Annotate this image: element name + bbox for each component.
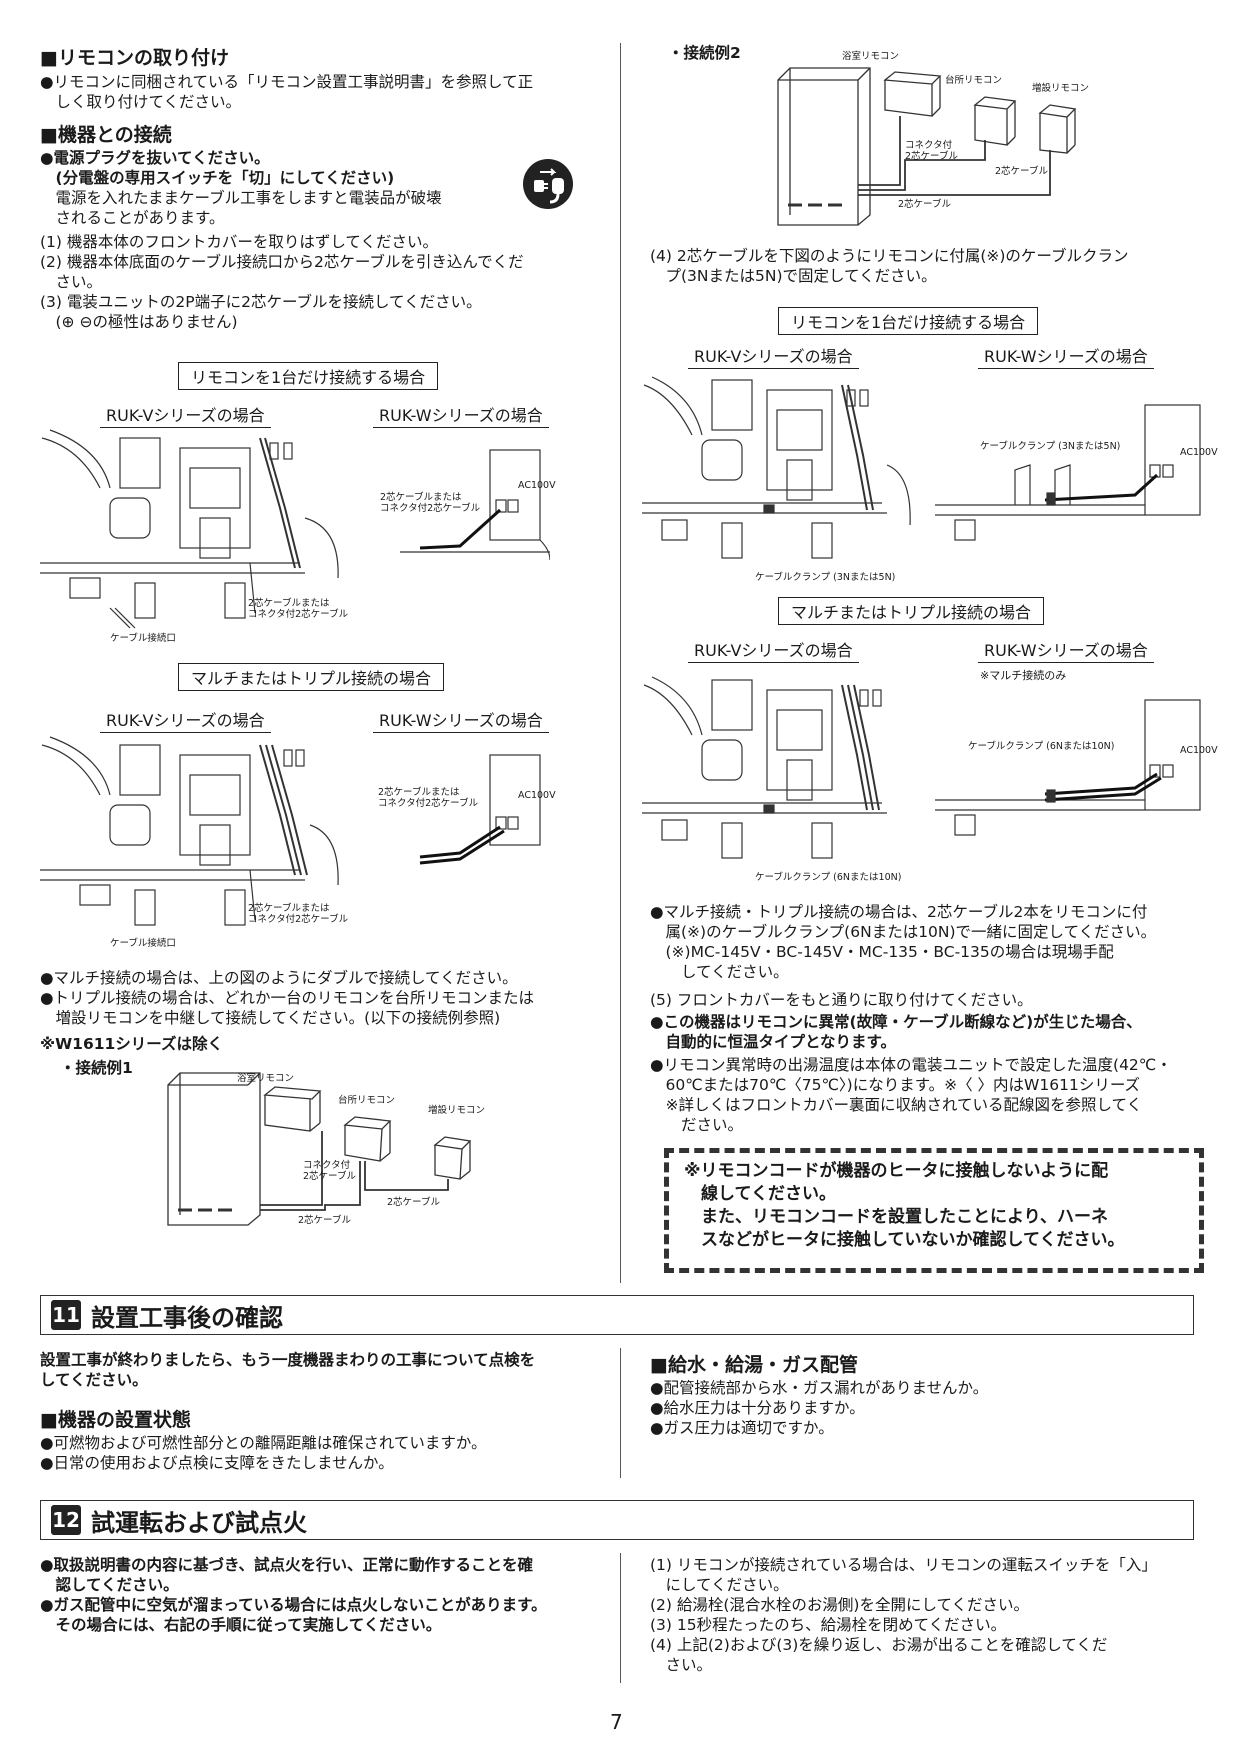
conn-cable-label-1: コネクタ付 2芯ケーブル (303, 1160, 356, 1182)
ac100v-label-2: AC100V (518, 790, 556, 801)
remocon-heading: ■リモコンの取り付け (40, 47, 229, 69)
remocon-text: ●リモコンに同梱されている「リモコン設置工事説明書」を参照して正 しく取り付けて… (40, 73, 534, 111)
ruk-v-single-diagram (40, 428, 340, 638)
section-12-title: 試運転および試点火 (91, 1509, 307, 1537)
two-core-label-1: 2芯ケーブル (387, 1197, 440, 1208)
multi-connect-label-left: マルチまたはトリプル接続の場合 (178, 663, 445, 691)
two-core-label-2: 2芯ケーブル (298, 1215, 351, 1226)
single-connect-label-right: リモコンを1台だけ接続する場合 (778, 307, 1039, 335)
section-11-header: 11 設置工事後の確認 (40, 1295, 1194, 1335)
section-11-intro: 設置工事が終わりましたら、もう一度機器まわりの工事について点検を してください。 (40, 1351, 536, 1389)
warning-text: ※リモコンコードが機器のヒータに接触しないように配 線してください。 また、リモ… (684, 1161, 1125, 1250)
ruk-v-multi-diagram-right (642, 675, 912, 875)
install-state-items: ●可燃物および可燃性部分との離隔距離は確保されていますか。 ●日常の使用および点… (40, 1434, 487, 1472)
page-number: 7 (610, 1710, 623, 1734)
connection-steps: (1) 機器本体のフロントカバーを取りはずしてください。 (2) 機器本体底面の… (40, 233, 524, 331)
clamp-label-3: ケーブルクランプ (6Nまたは10N) (755, 872, 902, 883)
section-11-title: 設置工事後の確認 (91, 1304, 283, 1332)
unplug-icon (522, 158, 574, 210)
two-core-label-4: 2芯ケーブル (898, 199, 951, 210)
example2-label: ・接続例2 (668, 44, 741, 62)
ruk-w-label-2: RUK-Wシリーズの場合 (373, 707, 549, 733)
step5-text: (5) フロントカバーをもと通りに取り付けてください。 (650, 991, 1033, 1009)
single-connect-label: リモコンを1台だけ接続する場合 (178, 362, 439, 390)
piping-items: ●配管接続部から水・ガス漏れがありませんか。 ●給水圧力は十分ありますか。 ●ガ… (650, 1379, 989, 1437)
ruk-w-single-diagram: AC100V (400, 440, 556, 561)
section-12-divider (620, 1553, 621, 1683)
cable-label-3: 2芯ケーブルまたは コネクタ付2芯ケーブル (248, 903, 349, 925)
clamp-label-1: ケーブルクランプ (3Nまたは5N) (755, 572, 896, 583)
ruk-w-single-diagram-right: AC100V (935, 395, 1218, 555)
connect-heading: ■機器との接続 (40, 124, 172, 146)
ruk-w-label-3: RUK-Wシリーズの場合 (978, 343, 1154, 369)
ruk-w-multi-diagram-right: AC100V (935, 690, 1218, 850)
ruk-v-label-3: RUK-Vシリーズの場合 (688, 343, 859, 369)
clamp-label-4: ケーブルクランプ (6Nまたは10N) (968, 741, 1115, 752)
two-core-label-3: 2芯ケーブル (995, 166, 1048, 177)
multi-connect-label-right: マルチまたはトリプル接続の場合 (778, 597, 1045, 625)
piping-heading: ■給水・給湯・ガス配管 (650, 1354, 858, 1376)
kitchen-remote-label-1: 台所リモコン (338, 1095, 396, 1106)
warning-box (664, 1148, 1204, 1273)
ruk-v-label-4: RUK-Vシリーズの場合 (688, 637, 859, 663)
abnormal-bold-text: ●この機器はリモコンに異常(故障・ケーブル断線など)が生じた場合、 自動的に恒温… (650, 1013, 1142, 1051)
section-12-right-text: (1) リモコンが接続されている場合は、リモコンの運転スイッチを「入」 にしてく… (650, 1556, 1157, 1674)
conn-cable-label-2: コネクタ付 2芯ケーブル (905, 140, 958, 162)
ruk-v-label: RUK-Vシリーズの場合 (100, 402, 271, 428)
ruk-v-label-2: RUK-Vシリーズの場合 (100, 707, 271, 733)
ruk-w-label: RUK-Wシリーズの場合 (373, 402, 549, 428)
section-11-divider (620, 1348, 621, 1478)
clamp-label-2: ケーブルクランプ (3Nまたは5N) (980, 441, 1121, 452)
connection-example-1-diagram (160, 1065, 490, 1240)
unplug-instruction: ●電源プラグを抜いてください。 (分電盤の専用スイッチを「切」にしてください) (40, 149, 395, 187)
cable-entry-label-2: ケーブル接続口 (110, 938, 176, 949)
ruk-w-multi-diagram: AC100V (400, 745, 556, 865)
install-state-heading: ■機器の設置状態 (40, 1409, 191, 1431)
ac100v-label-4: AC100V (1180, 745, 1218, 756)
cable-entry-label-1: ケーブル接続口 (110, 633, 176, 644)
connection-example-2-diagram (770, 45, 1110, 230)
ac100v-label-1: AC100V (518, 480, 556, 491)
bath-remote-label-1: 浴室リモコン (237, 1073, 295, 1084)
cable-label-1: 2芯ケーブルまたは コネクタ付2芯ケーブル (248, 598, 349, 620)
section-12-header: 12 試運転および試点火 (40, 1500, 1194, 1540)
example1-label: ・接続例1 (60, 1059, 133, 1077)
section-12-number: 12 (51, 1505, 81, 1535)
ac100v-label-3: AC100V (1180, 447, 1218, 458)
extra-remote-label-1: 増設リモコン (428, 1105, 486, 1116)
step4-text: (4) 2芯ケーブルを下図のようにリモコンに付属(※)のケーブルクラン プ(3N… (650, 247, 1129, 285)
cable-label-4: 2芯ケーブルまたは コネクタ付2芯ケーブル (378, 787, 479, 809)
bath-remote-label-2: 浴室リモコン (842, 51, 900, 62)
section-11-number: 11 (51, 1300, 81, 1330)
ruk-w-label-4: RUK-Wシリーズの場合 (978, 637, 1154, 663)
w1611-note: ※W1611シリーズは除く (40, 1035, 224, 1053)
column-divider (620, 43, 621, 1283)
cable-label-2: 2芯ケーブルまたは コネクタ付2芯ケーブル (380, 492, 481, 514)
kitchen-remote-label-2: 台所リモコン (945, 75, 1003, 86)
ruk-v-multi-diagram (40, 735, 340, 945)
multi-only-note: ※マルチ接続のみ (980, 669, 1067, 682)
section-12-left-text: ●取扱説明書の内容に基づき、試点火を行い、正常に動作することを確 認してください… (40, 1556, 547, 1634)
ruk-v-single-diagram-right (642, 375, 912, 575)
unplug-warning: 電源を入れたままケーブル工事をしますと電装品が破壊 されることがあります。 (55, 189, 442, 227)
multi-triple-note: ●マルチ接続の場合は、上の図のようにダブルで接続してください。 ●トリプル接続の… (40, 969, 535, 1027)
abnormal-temp-text: ●リモコン異常時の出湯温度は本体の電装ユニットで設定した温度(42℃・ 60℃ま… (650, 1056, 1172, 1134)
multi-clamp-text: ●マルチ接続・トリプル接続の場合は、2芯ケーブル2本をリモコンに付 属(※)のケ… (650, 903, 1157, 981)
extra-remote-label-2: 増設リモコン (1032, 83, 1090, 94)
